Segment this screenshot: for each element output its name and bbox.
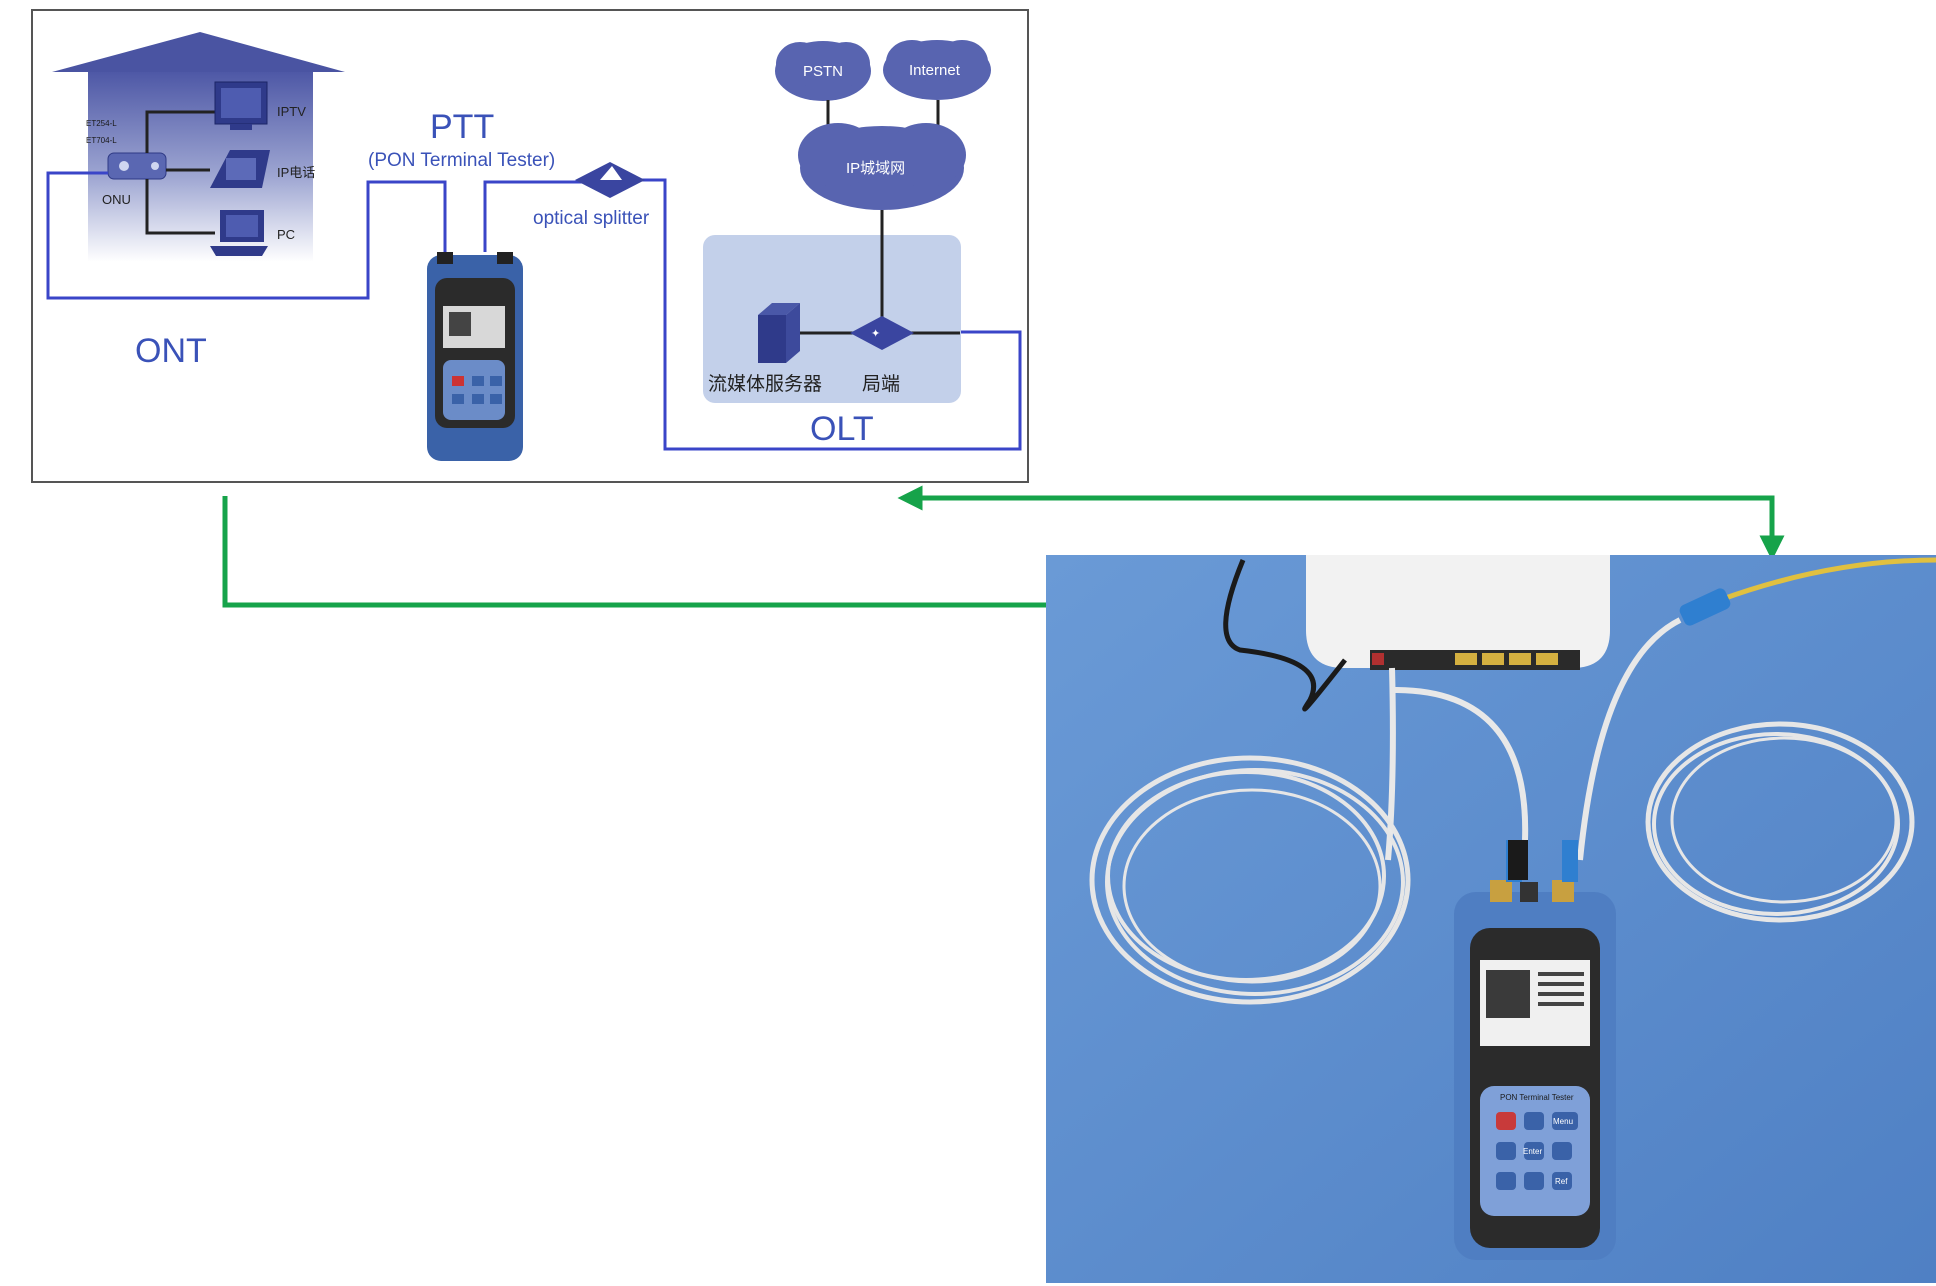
power-cable (1223, 559, 1347, 712)
house-illustration: ET254-L ET704-L ONU IPTV (52, 32, 345, 262)
up-key (1524, 1112, 1544, 1130)
yellow-patch-cord (1719, 557, 1936, 603)
server-icon (758, 303, 800, 363)
iptv-label: IPTV (277, 104, 306, 119)
wire-pc (145, 179, 215, 235)
office-switch-icon: ✦ (850, 316, 914, 350)
right-key (1552, 1142, 1572, 1160)
port-3 (1552, 880, 1574, 902)
connector-olt-to-photo (897, 485, 1785, 561)
ont-label: ONT (135, 332, 207, 370)
port-1 (1490, 880, 1512, 902)
tester-panel-text: PON Terminal Tester (1500, 1093, 1574, 1102)
ref-key-label: Ref (1555, 1177, 1568, 1186)
down-key (1524, 1172, 1544, 1190)
fiber-ont-to-ptt (46, 171, 447, 300)
fiber-splitter-to-olt (638, 178, 1022, 451)
pstn-cloud (775, 41, 871, 101)
office-label: 局端 (862, 373, 900, 395)
enter-key-label: Enter (1523, 1147, 1542, 1156)
connector-ont-to-photo (222, 496, 1046, 608)
fiber-ptt-to-splitter (483, 180, 588, 252)
internet-cloud (883, 40, 991, 100)
house-roof (52, 32, 345, 72)
enter-key (1524, 1142, 1544, 1160)
ref-key (1552, 1172, 1572, 1190)
pon-terminal-tester: PON Terminal Tester Menu Enter Ref (1454, 840, 1616, 1260)
fiber-plug-2 (1562, 840, 1578, 882)
fiber-cable-mid (1394, 687, 1529, 841)
setup-photo: PON Terminal Tester Menu Enter Ref (1046, 555, 1936, 1283)
phone-icon (210, 150, 270, 188)
sc-connector (1679, 588, 1731, 626)
pc-icon (210, 210, 268, 256)
network-diagram-panel: ET254-L ET704-L ONU IPTV (31, 9, 1029, 483)
ip-network-cloud (798, 123, 966, 210)
onu-router (1306, 555, 1610, 670)
wire-iptv (145, 110, 215, 153)
fiber-cable-right (1577, 617, 1682, 861)
ip-network-label: IP城域网 (846, 160, 905, 177)
olt-label: OLT (810, 410, 874, 448)
svg-text:✦: ✦ (871, 328, 880, 340)
power-key (1496, 1112, 1516, 1130)
splitter-label: optical splitter (533, 208, 650, 229)
onu-model-1: ET254-L (86, 119, 117, 128)
menu-key (1552, 1112, 1578, 1130)
ptt-title: PTT (430, 108, 494, 146)
fiber-coil-right (1645, 721, 1915, 923)
server-label: 流媒体服务器 (708, 373, 822, 395)
onu-model-2: ET704-L (86, 136, 117, 145)
menu-key-label: Menu (1553, 1117, 1573, 1126)
tv-icon (214, 81, 268, 130)
internet-label: Internet (909, 62, 961, 79)
left-key (1496, 1142, 1516, 1160)
ptt-subtitle: (PON Terminal Tester) (368, 150, 555, 171)
phone-label: IP电话 (277, 165, 315, 180)
port-2 (1520, 882, 1538, 902)
pc-label: PC (277, 227, 295, 242)
onu-label: ONU (102, 192, 131, 207)
home-key (1496, 1172, 1516, 1190)
fiber-cable-left (1385, 667, 1396, 861)
onu-icon (107, 152, 167, 180)
pstn-label: PSTN (803, 63, 843, 80)
fiber-plug-black (1508, 840, 1528, 880)
fiber-coil-left (1089, 755, 1411, 1005)
splitter-icon (575, 162, 645, 198)
ptt-device-icon (427, 252, 523, 461)
